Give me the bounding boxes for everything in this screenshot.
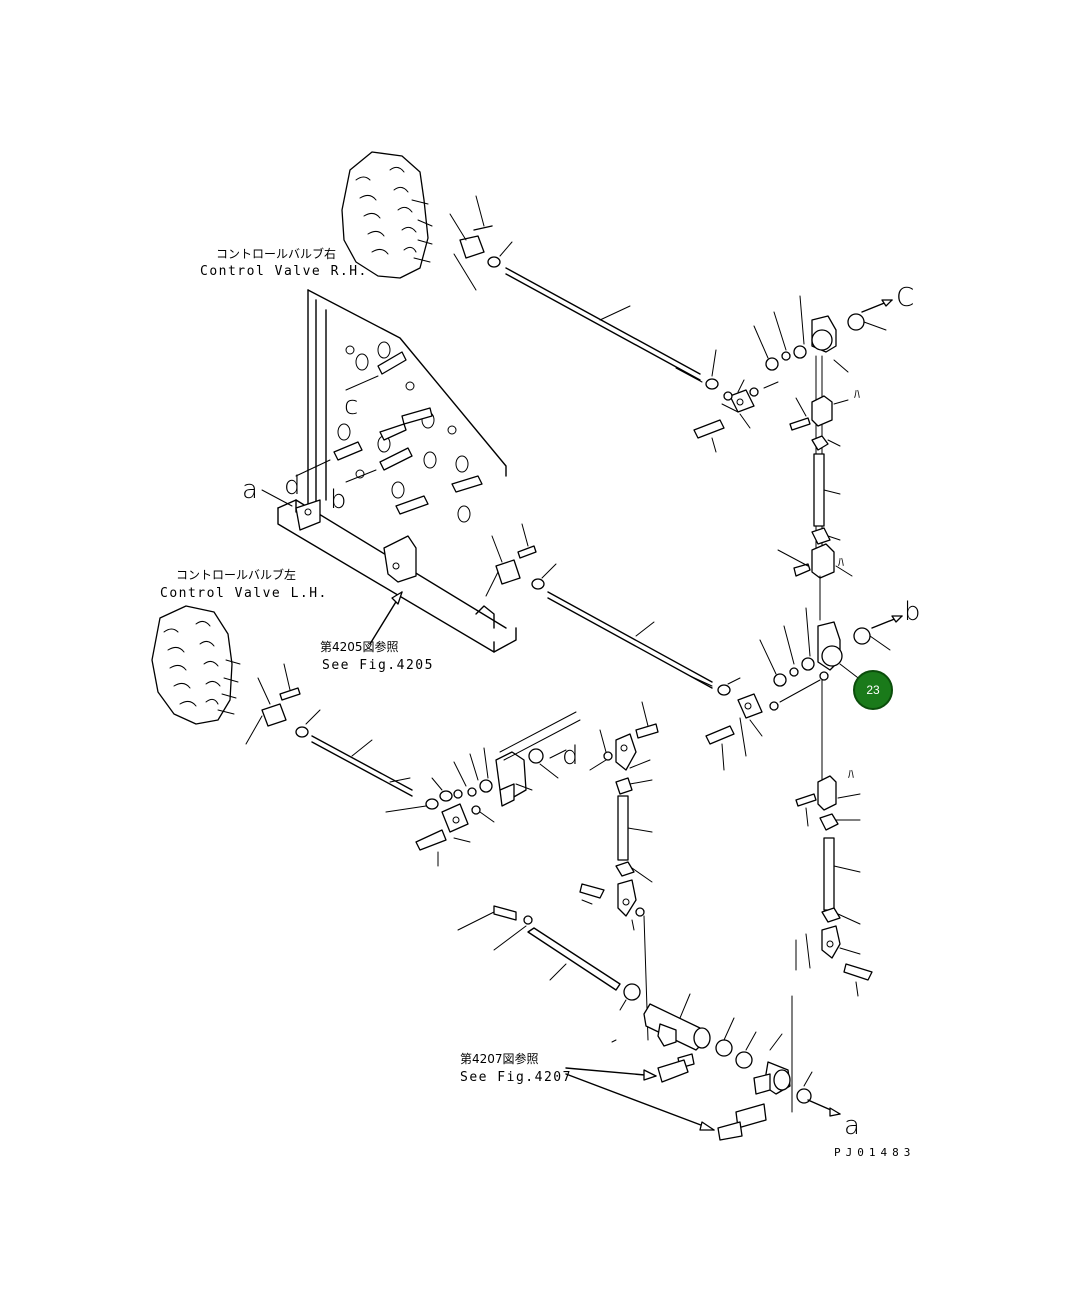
part-marker-23[interactable]: 23 (853, 670, 893, 710)
rh-valve-linkage (449, 195, 719, 390)
label-b-outer: b (904, 597, 921, 627)
note-mark-lower: ﾊ (848, 767, 854, 781)
pedal-assembly (457, 905, 813, 1141)
valve-rh-label-jp: コントロールバルブ右 (216, 246, 336, 261)
label-a-outer: a (844, 1111, 860, 1141)
note-mark-mid: ﾊ (838, 555, 844, 569)
fig4207-label-en: See Fig.4207 (460, 1070, 572, 1085)
right-upper-assembly: ﾊ ﾊ (693, 295, 887, 621)
right-middle-assembly: ﾊ (705, 607, 891, 997)
label-c-inner: c (344, 391, 358, 421)
label-c-outer: C (896, 283, 914, 313)
label-d-inner: d (284, 471, 301, 501)
control-valve-lh (151, 605, 241, 725)
label-b-inner: b (330, 485, 347, 515)
marker-label: 23 (866, 683, 880, 697)
channel-bracket (277, 499, 517, 653)
label-d-lh: d (562, 741, 579, 771)
fig4205-label-jp: 第4205図参照 (320, 639, 399, 654)
control-valve-rh (341, 151, 433, 279)
lh-valve-linkage: d (245, 663, 581, 867)
label-a-inner: a (242, 475, 258, 505)
fig4205-label-en: See Fig.4205 (322, 658, 434, 673)
valve-lh-label-jp: コントロールバルブ左 (176, 567, 296, 582)
note-mark-upper: ﾊ (854, 387, 860, 401)
mounting-plate (307, 289, 507, 523)
valve-lh-label-en: Control Valve L.H. (160, 586, 328, 601)
middle-linkage (485, 523, 741, 696)
drawing-number: PJ01483 (834, 1146, 915, 1159)
valve-rh-label-en: Control Valve R.H. (200, 264, 368, 279)
fig4207-label-jp: 第4207図参照 (460, 1051, 539, 1066)
central-lower-linkage (579, 701, 659, 1041)
